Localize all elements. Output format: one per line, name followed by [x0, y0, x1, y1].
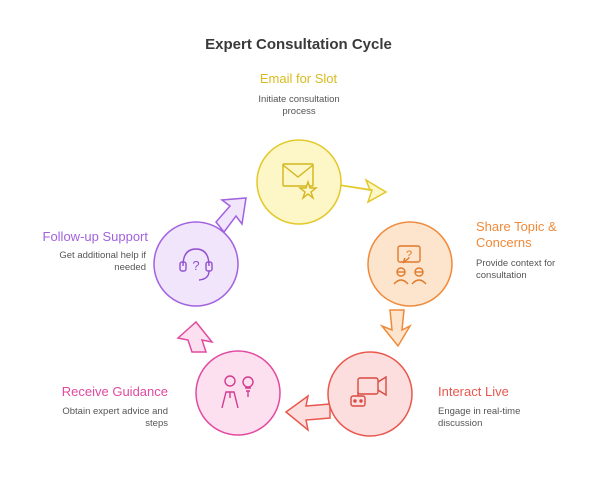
- envelope-star-icon: [282, 163, 318, 201]
- step-circle-share: [367, 221, 453, 307]
- step-label-share: Share Topic & Concerns: [476, 219, 557, 250]
- step-circle-receive: [195, 350, 281, 436]
- arrow-share-to-interact: [379, 309, 412, 348]
- svg-text:?: ?: [406, 249, 412, 261]
- step-circle-email: [256, 139, 342, 225]
- step-desc-share: Provide context for consultation: [476, 258, 556, 281]
- step-label-receive: Receive Guidance: [61, 384, 168, 399]
- step-desc-interact: Engage in real-time discussion: [438, 406, 521, 429]
- arrow-email-to-share: [319, 178, 388, 204]
- step-label-interact: Interact Live: [438, 384, 509, 399]
- step-desc-followup: Get additional help if needed: [59, 250, 146, 273]
- step-label-followup: Follow-up Support: [42, 229, 149, 244]
- diagram-title: Expert Consultation Cycle: [205, 36, 392, 53]
- svg-text:?: ?: [192, 258, 199, 273]
- person-lightbulb-icon: [221, 375, 254, 409]
- question-people-icon: ?: [393, 245, 427, 285]
- robot-video-icon: [350, 375, 387, 407]
- step-desc-receive: Obtain expert advice and steps: [62, 406, 168, 429]
- arrow-receive-to-followup: [176, 320, 214, 353]
- step-desc-email: Initiate consultation process: [258, 94, 340, 117]
- step-circle-followup: [153, 221, 239, 307]
- arrow-followup-to-email: [215, 197, 247, 234]
- step-label-email: Email for Slot: [259, 71, 338, 86]
- headset-question-icon: ?: [179, 248, 213, 281]
- arrow-interact-to-receive: [284, 394, 331, 432]
